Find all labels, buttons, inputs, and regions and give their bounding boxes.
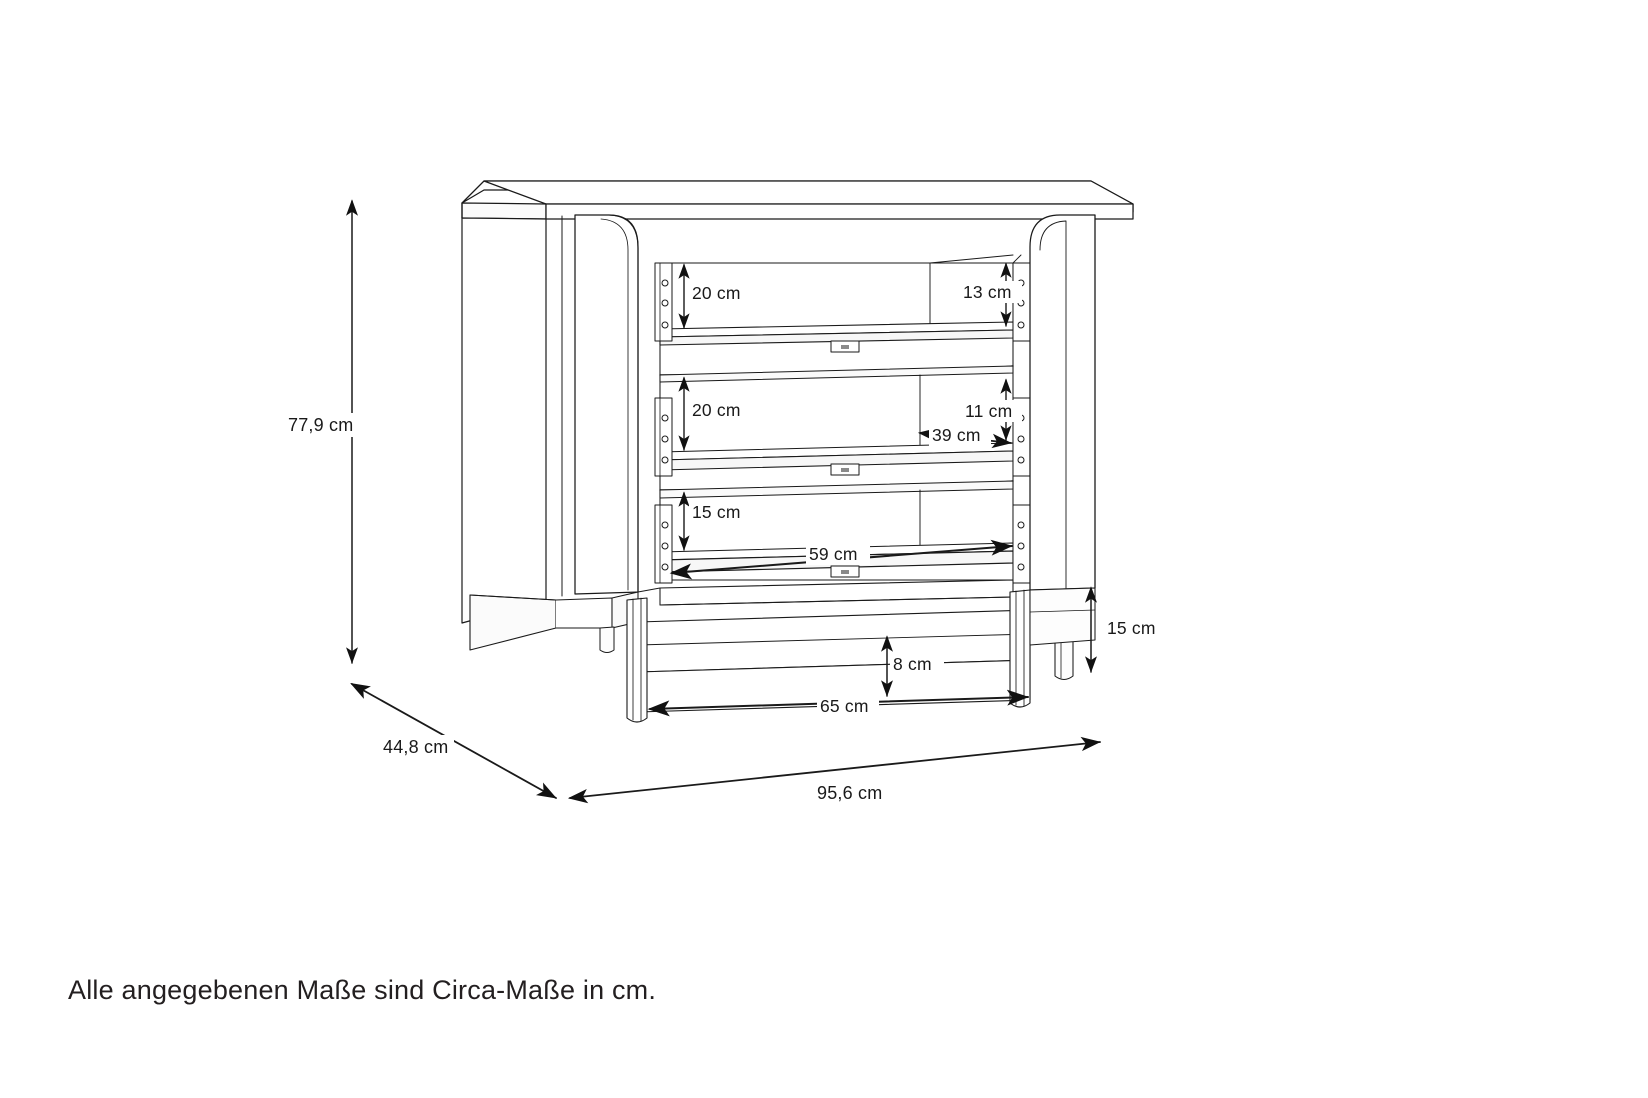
label-interior-width-text: 59 cm [809,544,858,564]
label-compartment-top-left-text: 20 cm [692,283,741,303]
label-overall-height-text: 77,9 cm [288,415,353,435]
caption-text: Alle angegebenen Maße sind Circa-Maße in… [68,975,657,1005]
label-leg-height-text: 15 cm [1107,618,1156,638]
cabinet-body [461,180,1134,723]
dimension-labels: 77,9 cm 20 cm 20 cm 15 cm 13 cm 11 cm [284,281,1162,804]
hinge-plate [654,262,673,342]
label-compartment-top-right: 13 cm [960,281,1022,303]
label-base-height: 8 cm [890,653,944,675]
label-compartment-middle-right: 11 cm [962,400,1022,422]
hinge-plate [1012,504,1031,584]
label-base-width: 65 cm [817,696,879,717]
right-plinth-return [1029,587,1096,646]
label-base-width-text: 65 cm [820,696,869,716]
left-front-rounded-edge [574,214,639,595]
label-overall-depth-text: 44,8 cm [383,737,448,757]
leg-front-left [626,597,648,723]
label-overall-width-text: 95,6 cm [817,783,882,803]
label-overall-depth: 44,8 cm [380,735,454,758]
hinge-plates-right [1012,262,1031,584]
base-apron [637,579,1031,713]
leg-rear-left [599,626,615,653]
left-side-panel [461,214,576,624]
label-interior-depth-text: 39 cm [932,425,981,445]
plinth-left [469,591,639,651]
label-interior-depth: 39 cm [929,425,991,446]
hinge-plates-left [654,262,673,584]
leg-front-right [1009,589,1031,708]
hinge-plate [654,397,673,477]
label-overall-height: 77,9 cm [284,413,364,437]
label-compartment-middle-left-text: 20 cm [692,400,741,420]
label-leg-height: 15 cm [1104,617,1162,639]
label-compartment-top-left: 20 cm [689,282,755,304]
label-base-height-text: 8 cm [893,654,932,674]
hinge-plate [654,504,673,584]
label-compartment-middle-left: 20 cm [689,399,755,421]
dimension-overall-width [567,736,1101,804]
top-panel [461,180,1134,220]
label-compartment-bottom-left-text: 15 cm [692,502,741,522]
label-compartment-middle-right-text: 11 cm [965,401,1012,421]
label-compartment-bottom-left: 15 cm [689,501,755,523]
label-overall-width: 95,6 cm [814,781,888,804]
right-side-panel [1029,214,1096,591]
label-interior-width: 59 cm [806,544,870,565]
label-compartment-top-right-text: 13 cm [963,282,1012,302]
